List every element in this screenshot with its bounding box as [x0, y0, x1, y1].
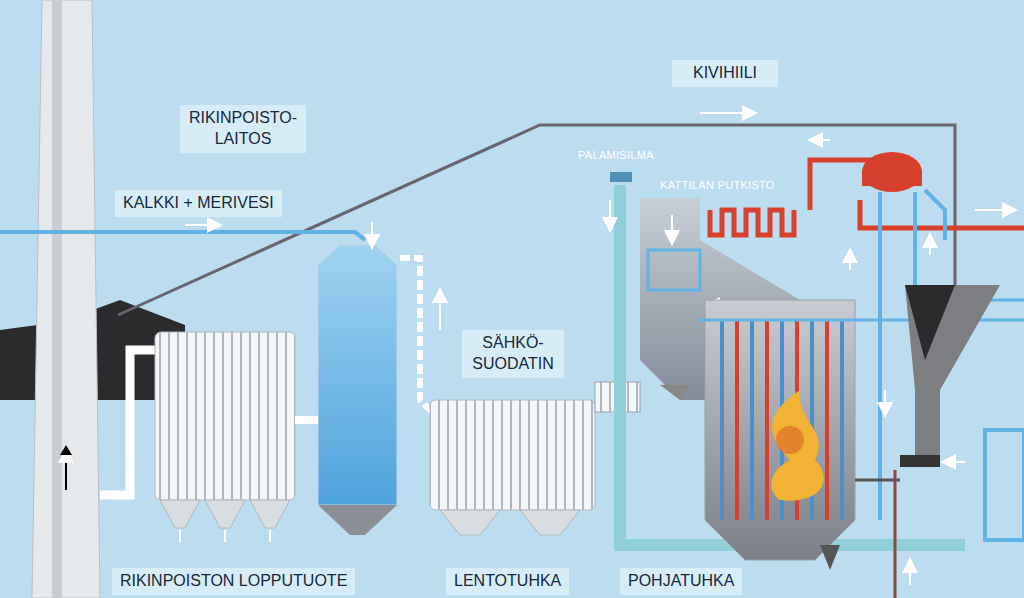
piping-label: KATTILAN PUTKISTO — [660, 178, 775, 192]
unit-label: RIKINPOISTO- LAITOS — [180, 105, 306, 153]
fuel-label: KIVIHIILI — [672, 60, 778, 87]
electrostatic-precipitator — [430, 400, 595, 510]
flame — [771, 390, 824, 501]
output-label: POHJATUHKA — [620, 568, 742, 595]
coal-bunker — [905, 285, 1000, 455]
steam-drum — [862, 152, 922, 192]
boiler-furnace — [705, 300, 855, 560]
output-label: LENTOTUHKA — [446, 568, 569, 595]
unit-label: SÄHKÖ- SUODATIN — [462, 330, 564, 378]
desulfurization-absorber — [155, 332, 295, 500]
output-label: RIKINPOISTON LOPPUTUOTE — [112, 568, 355, 595]
chimney — [32, 0, 100, 598]
coal-conveyor — [118, 125, 955, 315]
input-label: KALKKI + MERIVESI — [115, 190, 282, 217]
scrubber-tower — [318, 245, 397, 505]
air-label: PALAMISILMA — [578, 148, 654, 162]
lime-seawater-pipe — [0, 232, 365, 240]
